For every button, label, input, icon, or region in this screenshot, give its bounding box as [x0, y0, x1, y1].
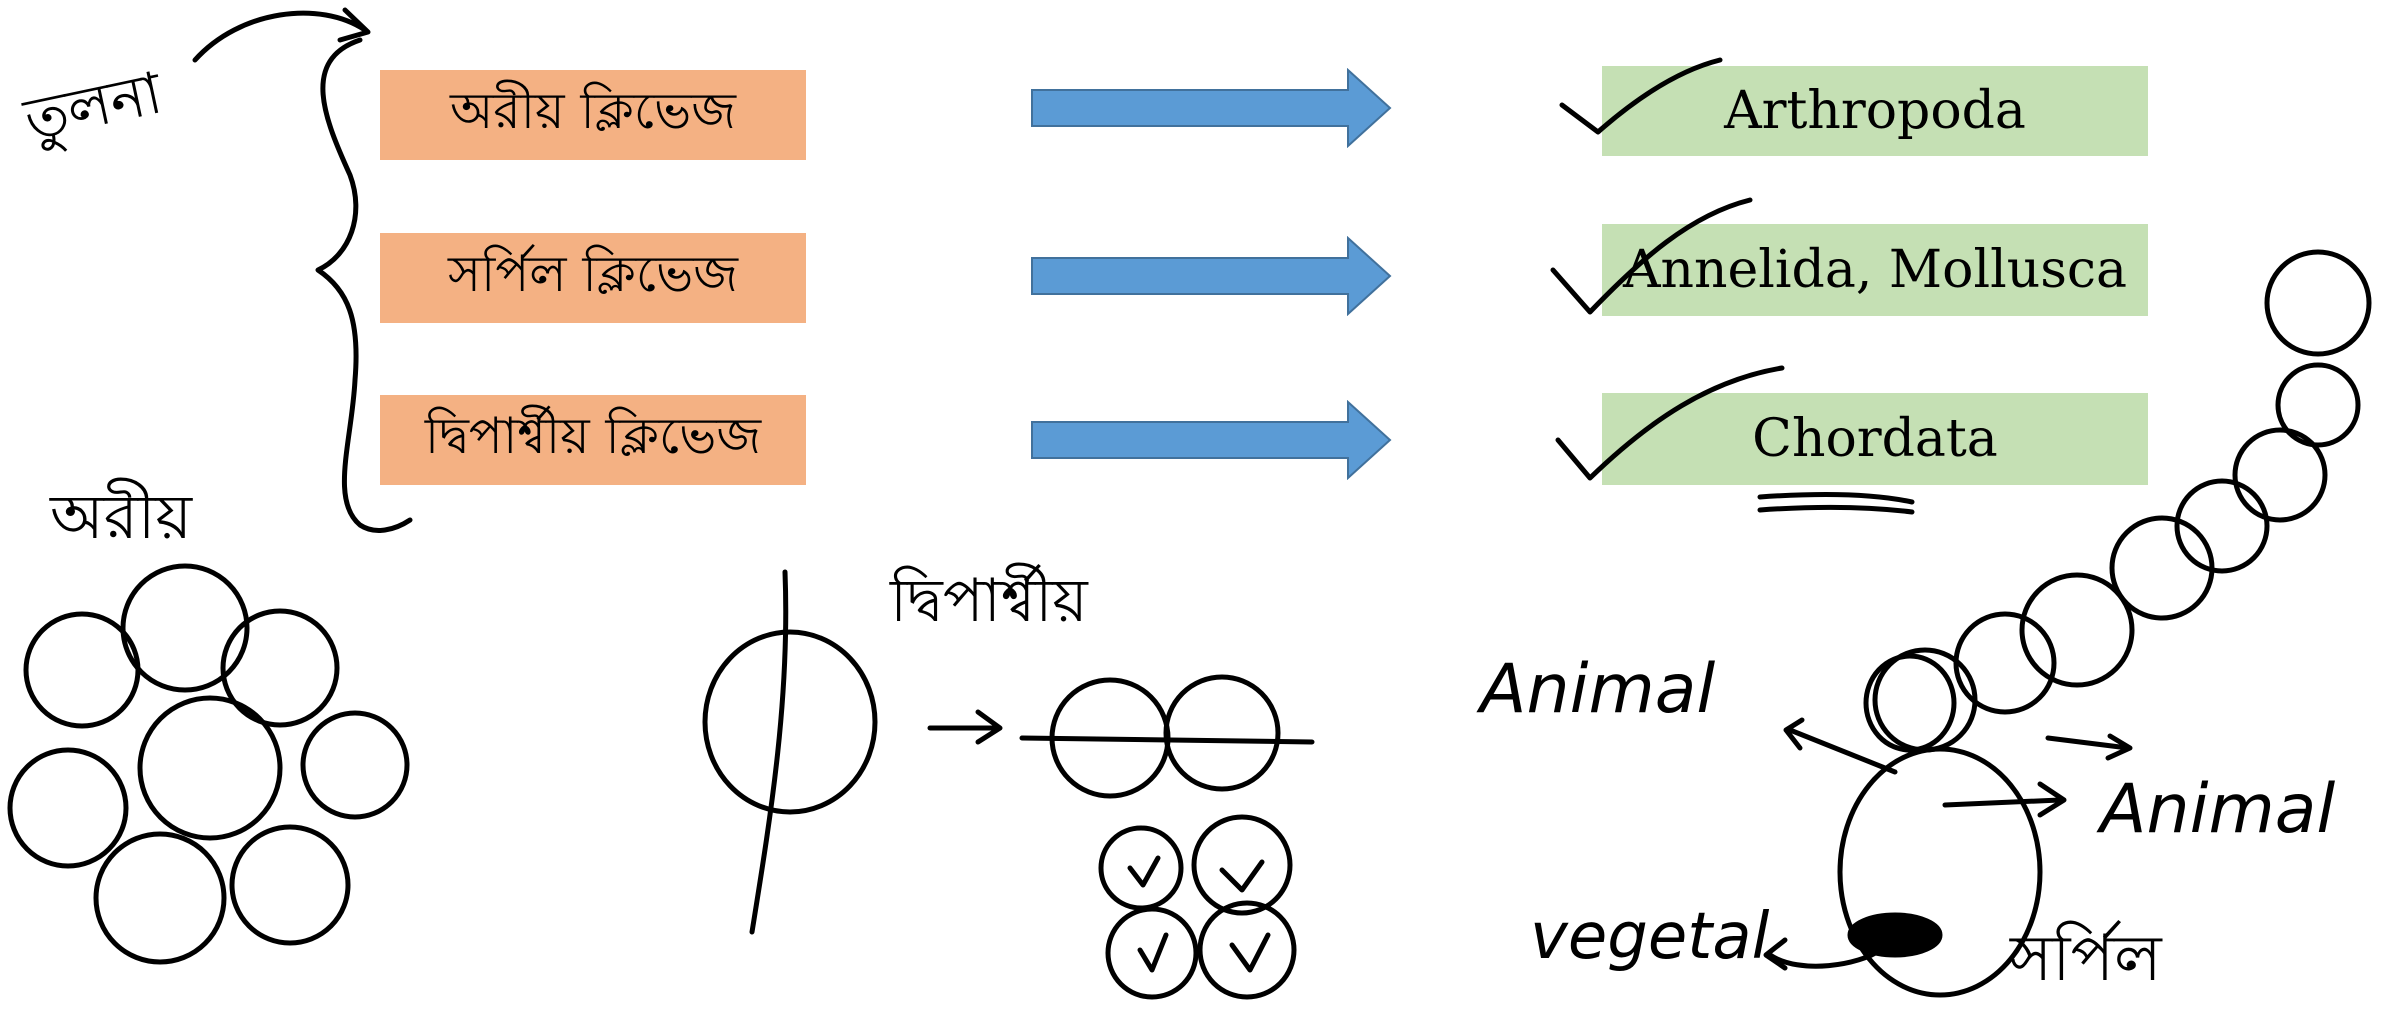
phylum-box-annelida-mollusca: Annelida, Mollusca: [1602, 224, 2148, 316]
handwritten-vegetal-label: vegetal: [1530, 900, 1770, 974]
handwritten-radial-label: অরীয়: [50, 480, 193, 553]
phylum-box-chordata: Chordata: [1602, 393, 2148, 485]
spiral-animal-vegetal-arrows: [1763, 717, 2133, 971]
cleavage-label-bilateral: দ্বিপার্শ্বীয় ক্লিভেজ: [424, 406, 762, 465]
radial-cleavage-cluster: [7, 563, 410, 965]
cleavage-box-radial: অরীয় ক্লিভেজ: [380, 70, 806, 160]
chordata-underline: [1757, 492, 1915, 505]
check-mark-arthropoda: [1559, 57, 1723, 135]
cleavage-box-bilateral: দ্বিপার্শ্বীয় ক্লিভেজ: [380, 395, 806, 485]
handwritten-animal-left-label: Animal: [1480, 650, 1716, 729]
curved-pointer-arrow: [192, 10, 368, 63]
phylum-label-annelida-mollusca: Annelida, Mollusca: [1622, 240, 2128, 300]
spiral-cleavage-chain: [1837, 249, 2372, 998]
phylum-label-arthropoda: Arthropoda: [1724, 81, 2026, 141]
check-mark-annelida: [1550, 197, 1753, 315]
cleavage-box-spiral: সর্পিল ক্লিভেজ: [380, 233, 806, 323]
bilateral-two-cell: [1019, 674, 1315, 799]
check-mark-chordata: [1555, 365, 1785, 481]
cleavage-label-spiral: সর্পিল ক্লিভেজ: [448, 244, 738, 303]
arrow-spiral-to-annelida: [1031, 236, 1392, 316]
bilateral-four-cell: [1098, 814, 1297, 1000]
handwritten-animal-right-label: Animal: [2100, 770, 2336, 849]
bilateral-egg-diagram: [702, 569, 1003, 935]
chordata-underline: [1757, 504, 1915, 515]
handwritten-bilateral-label: দ্বিপার্শ্বীয়: [890, 566, 1088, 636]
arrow-bilateral-to-chordata: [1031, 400, 1392, 480]
curved-pointer-arrowhead: [337, 7, 371, 43]
handwritten-spiral-label: সর্পিল: [2010, 922, 2162, 996]
arrow-radial-to-arthropoda: [1031, 68, 1392, 148]
phylum-label-chordata: Chordata: [1752, 409, 1998, 469]
curly-brace: [315, 37, 413, 533]
phylum-box-arthropoda: Arthropoda: [1602, 66, 2148, 156]
cleavage-label-radial: অরীয় ক্লিভেজ: [450, 81, 736, 140]
